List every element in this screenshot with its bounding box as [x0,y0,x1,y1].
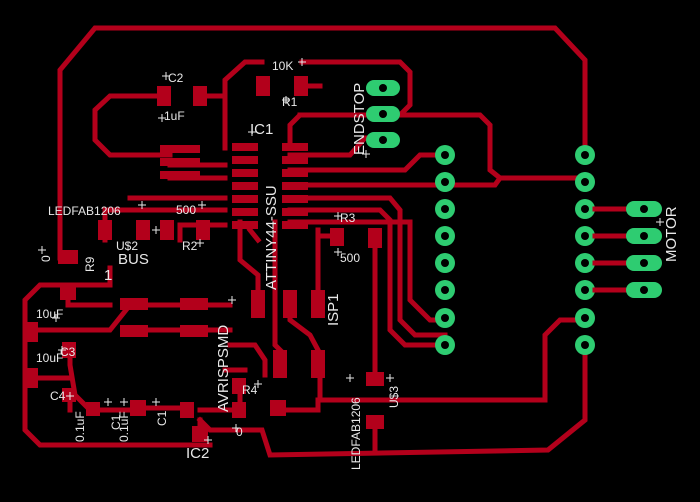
smd-pads [24,76,384,442]
label-c1: C1 [155,410,169,426]
label-c2-value: 1uF [164,109,185,123]
label-500-top: 500 [176,203,196,217]
label-isp1: ISP1 [325,293,342,326]
label-attiny: ATTINY44-SSU [263,185,280,290]
label-bus: BUS [118,251,149,268]
label-ic2: IC2 [186,445,209,462]
origin-marks [38,58,664,444]
label-avrisp: AVRISPSMD [215,325,232,412]
label-zero-left: 0 [39,255,53,262]
label-motor: MOTOR [663,206,680,262]
label-c2: C2 [168,71,184,85]
label-ic1: IC1 [250,121,273,138]
label-r3: R3 [340,211,356,225]
label-us3: U$3 [387,386,401,408]
label-pin1: 1 [104,267,112,284]
label-ledfab-top: LEDFAB1206 [48,204,121,218]
label-r1: R1 [282,95,298,109]
label-us2: U$2 [116,239,138,253]
label-10uf-a: 10uF [36,307,63,321]
label-c3: C3 [60,345,76,359]
silkscreen-labels: C2 1uF 10K R1 IC1 ENDSTOP LEDFAB1206 500… [36,59,680,470]
label-r2: R2 [182,239,198,253]
label-01uf-a: 0.1uF [73,411,87,442]
label-500-mid: 500 [340,251,360,265]
through-hole-pads [366,80,662,355]
label-01uf-b: 0.1uF [117,411,131,442]
label-endstop: ENDSTOP [351,83,368,155]
label-r1-value: 10K [272,59,293,73]
label-c1-a: C1 [109,414,123,430]
label-ledfab-bot: LEDFAB1206 [349,397,363,470]
label-c4: C4 [50,389,66,403]
label-10uf-b: 10uF [36,351,63,365]
label-r4: R4 [242,383,258,397]
label-zero-bot: 0 [236,425,243,439]
label-r9: R9 [83,256,97,272]
